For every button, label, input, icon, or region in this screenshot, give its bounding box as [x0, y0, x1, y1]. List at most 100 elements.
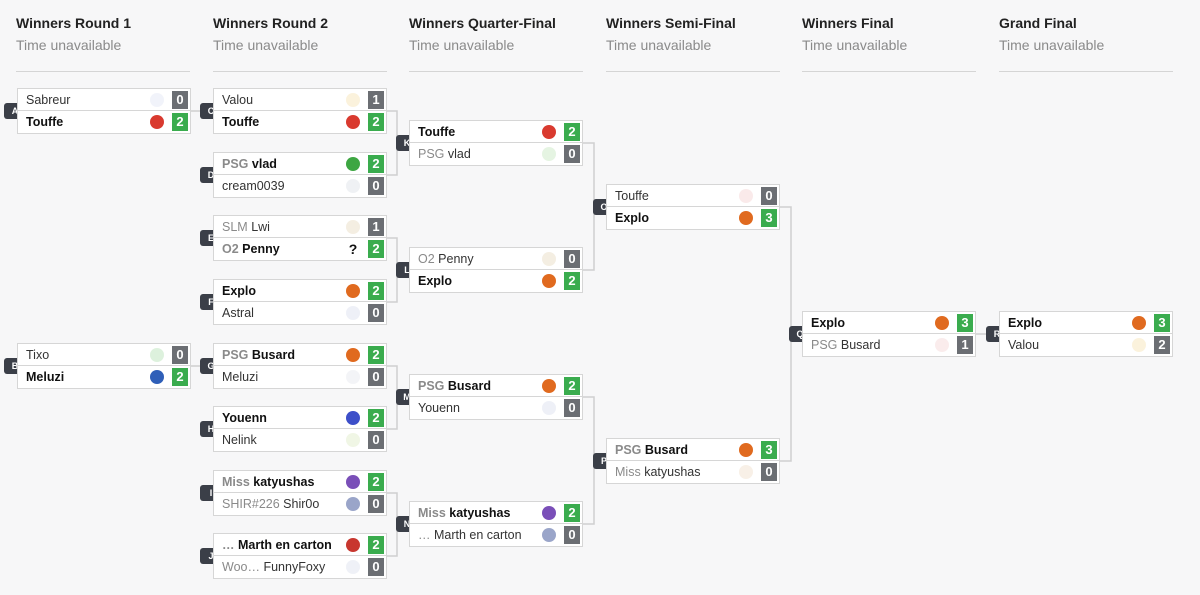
- player-score: 0: [564, 399, 580, 417]
- player-prefix: …: [222, 538, 235, 552]
- player-name: PSG vlad: [418, 143, 534, 165]
- player-name: O2 Penny: [418, 248, 534, 270]
- player-score: 0: [368, 304, 384, 322]
- player-score: 0: [761, 187, 777, 205]
- player-tag: Lwi: [251, 220, 270, 234]
- player-prefix: O2: [418, 252, 435, 266]
- player-score: 0: [172, 91, 188, 109]
- player-tag: vlad: [251, 157, 277, 171]
- ice-climbers-icon: [346, 220, 360, 234]
- player-tag: cream0039: [222, 179, 285, 193]
- player-name: Touffe: [615, 185, 731, 207]
- mario-icon: [150, 115, 164, 129]
- player-name: Meluzi: [222, 366, 338, 388]
- player-name: Explo: [615, 207, 731, 229]
- player-slot[interactable]: Astral 0: [213, 302, 387, 325]
- player-slot[interactable]: Valou 1: [213, 88, 387, 111]
- player-prefix: SLM: [222, 220, 248, 234]
- player-name: Touffe: [418, 121, 534, 143]
- sheik-icon: [346, 497, 360, 511]
- round-header: Winners Semi-Final Time unavailable: [606, 14, 780, 72]
- round-title: Winners Round 1: [16, 15, 131, 31]
- ice-climbers-icon: [542, 252, 556, 266]
- round-time: Time unavailable: [409, 37, 515, 53]
- player-prefix: Miss: [418, 506, 446, 520]
- player-name: Astral: [222, 302, 338, 324]
- player-tag: FunnyFoxy: [263, 560, 326, 574]
- round-title: Winners Semi-Final: [606, 15, 736, 31]
- player-score: 3: [1154, 314, 1170, 332]
- player-slot[interactable]: Touffe 0: [606, 184, 780, 207]
- round-time: Time unavailable: [16, 37, 122, 53]
- fox-icon: [935, 338, 949, 352]
- player-score: 2: [368, 282, 384, 300]
- player-score: 2: [368, 473, 384, 491]
- player-slot[interactable]: O2 Penny?2: [213, 238, 387, 261]
- player-name: Touffe: [222, 111, 338, 133]
- player-name: Youenn: [222, 407, 338, 429]
- player-score: 1: [368, 91, 384, 109]
- round-divider: [16, 71, 190, 72]
- player-tag: Penny: [242, 242, 280, 256]
- player-prefix: …: [418, 528, 431, 542]
- player-tag: Valou: [222, 93, 254, 107]
- player-prefix: PSG: [615, 443, 642, 457]
- player-name: Meluzi: [26, 366, 142, 388]
- mario-icon: [346, 115, 360, 129]
- round-divider: [213, 71, 387, 72]
- player-name: Explo: [811, 312, 927, 334]
- falco-icon: [346, 306, 360, 320]
- player-prefix: PSG: [418, 147, 445, 161]
